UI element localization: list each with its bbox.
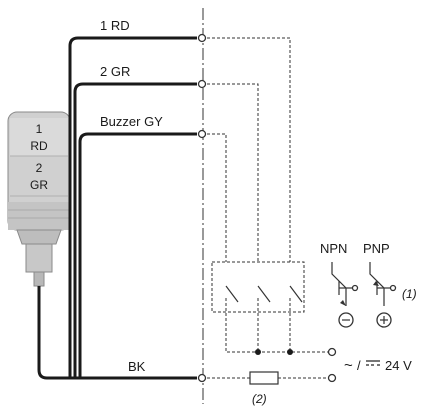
note-1-marker: (1) xyxy=(402,287,417,301)
npn-transistor-symbol xyxy=(331,262,359,328)
terminal-1 xyxy=(197,33,207,43)
pnp-label: PNP xyxy=(363,241,390,256)
lamp-tier1-color: RD xyxy=(30,139,48,153)
npn-label: NPN xyxy=(320,241,347,256)
wire-1-label: 1 RD xyxy=(100,18,130,33)
supply-terminal-bottom xyxy=(327,373,337,383)
junction-dot xyxy=(255,349,261,355)
junction-dot xyxy=(287,349,293,355)
wire-buzzer-label: Buzzer GY xyxy=(100,114,163,129)
supply-label: ~ / 24 V xyxy=(344,357,412,374)
note-2-marker: (2) xyxy=(252,392,267,406)
supply-terminal-top xyxy=(327,347,337,357)
svg-text:24 V: 24 V xyxy=(385,358,412,373)
wire-1-rd xyxy=(68,36,197,378)
lamp-tier2-color: GR xyxy=(30,178,48,192)
terminal-bk xyxy=(197,373,207,383)
fuse xyxy=(249,371,279,385)
wire-buzzer-gy xyxy=(78,132,197,378)
terminal-2 xyxy=(197,79,207,89)
lamp-tier2-number: 2 xyxy=(36,161,43,175)
pnp-transistor-symbol xyxy=(369,262,397,328)
control-wiring xyxy=(202,37,332,379)
lamp-tier1-number: 1 xyxy=(36,122,43,136)
wire-bk xyxy=(37,286,197,380)
wire-2-label: 2 GR xyxy=(100,64,130,79)
svg-text:~: ~ xyxy=(344,357,353,374)
svg-text:/: / xyxy=(357,358,361,373)
wire-bk-label: BK xyxy=(128,359,146,374)
relay-contacts xyxy=(211,261,305,313)
signal-tower-lamp: 1 RD 2 GR xyxy=(7,111,71,287)
wire-2-gr xyxy=(73,82,197,378)
terminal-buzzer xyxy=(197,129,207,139)
